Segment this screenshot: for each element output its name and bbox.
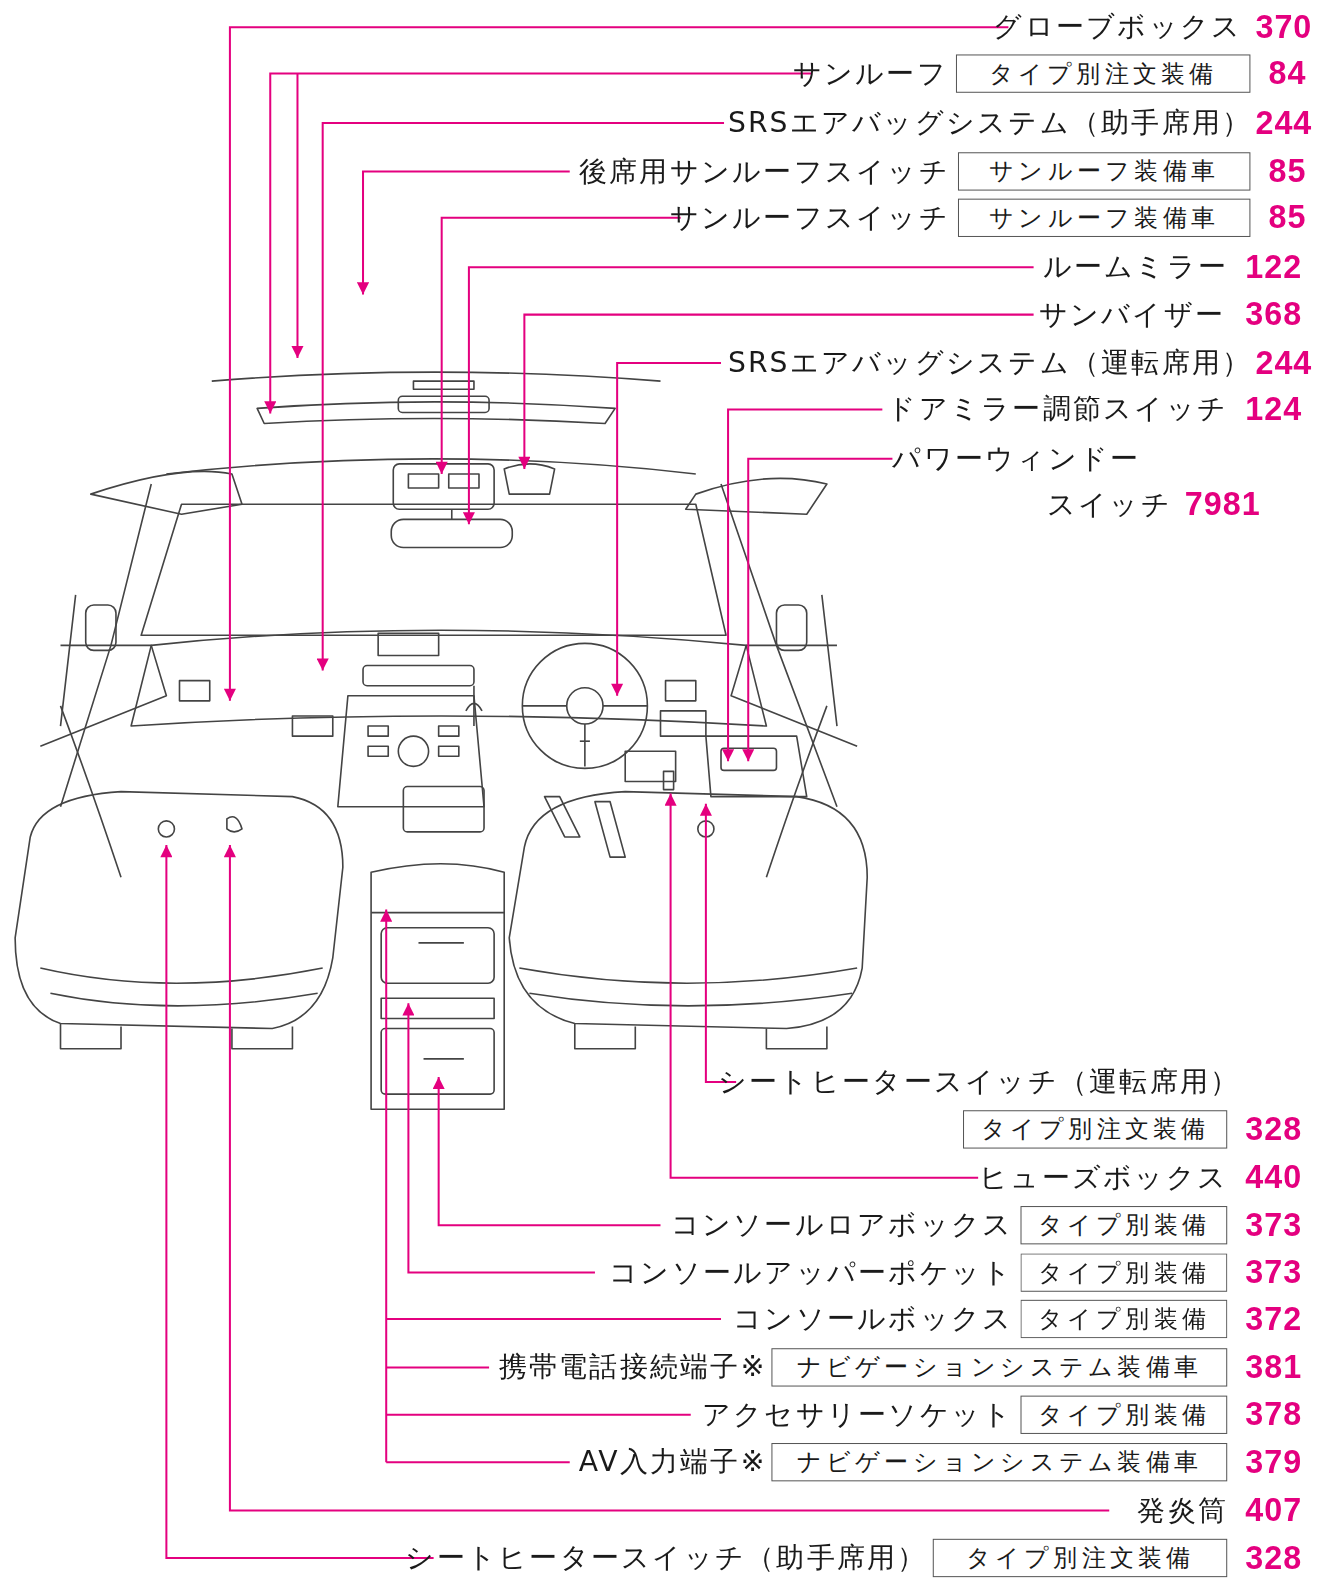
equipment-tag: タイプ別装備 [1021,1300,1228,1338]
tag-text: サンルーフ装備車 [989,155,1219,187]
part-name: ドアミラー調節スイッチ [887,390,1228,428]
tag-text: タイプ別注文装備 [981,1113,1210,1145]
equipment-tag: タイプ別注文装備 [963,1110,1227,1148]
page-number: 379 [1245,1444,1302,1481]
page-number: 122 [1245,249,1302,286]
tag-text: タイプ別装備 [1038,1399,1210,1431]
page-number: 7981 [1185,486,1261,523]
equipment-tag: タイプ別装備 [1021,1253,1228,1291]
part-name: アクセサリーソケット [702,1396,1014,1434]
page-number: 378 [1245,1396,1302,1433]
part-name: サンルーフスイッチ [670,199,950,237]
part-name: コンソールボックス [733,1300,1013,1338]
part-name: 発炎筒 [1137,1491,1228,1529]
part-name: コンソールロアボックス [671,1206,1014,1244]
tag-text: ナビゲーションシステム装備車 [797,1351,1202,1383]
page-number: 85 [1269,199,1307,236]
page-number: 328 [1245,1111,1302,1148]
equipment-tag: サンルーフ装備車 [958,152,1250,190]
equipment-tag: タイプ別装備 [1021,1396,1228,1434]
part-name: コンソールアッパーポケット [609,1253,1013,1291]
part-name: パワーウィンドー スイッチ [892,436,1171,529]
part-name: シートヒータースイッチ（助手席用） [405,1539,927,1577]
page-number: 244 [1255,344,1312,381]
part-name: グローブボックス [993,8,1242,46]
part-name: AV入力端子※ [579,1443,767,1481]
tag-text: ナビゲーションシステム装備車 [797,1446,1202,1478]
tag-text: タイプ別装備 [1038,1209,1210,1241]
part-name: サンバイザー [1039,295,1226,333]
tag-text: タイプ別注文装備 [989,57,1218,89]
page-number: 85 [1269,153,1307,190]
tag-text: タイプ別注文装備 [966,1542,1195,1574]
part-name: 携帯電話接続端子※ [499,1348,767,1386]
page-number: 373 [1245,1207,1302,1244]
tag-text: タイプ別装備 [1038,1256,1210,1288]
part-name: シートヒータースイッチ（運転席用） [718,1063,1240,1101]
page-number: 124 [1245,391,1302,428]
equipment-tag: タイプ別注文装備 [956,54,1250,92]
part-name: ルームミラー [1043,248,1229,286]
page-number: 373 [1245,1254,1302,1291]
page-number: 370 [1255,9,1312,46]
part-name: SRSエアバッグシステム（運転席用） [728,344,1252,382]
part-name: 後席用サンルーフスイッチ [579,152,950,190]
part-name: サンルーフ [793,54,948,92]
page-number: 407 [1245,1492,1302,1529]
equipment-tag: タイプ別注文装備 [933,1539,1227,1577]
part-name: SRSエアバッグシステム（助手席用） [728,104,1252,142]
page-number: 244 [1255,104,1312,141]
car-interior [15,372,867,1109]
page-number: 372 [1245,1300,1302,1337]
page-number: 381 [1245,1349,1302,1386]
page-number: 440 [1245,1159,1302,1196]
leader-lines [166,27,1109,1558]
equipment-tag: ナビゲーションシステム装備車 [771,1443,1227,1481]
tag-text: サンルーフ装備車 [989,202,1219,234]
equipment-tag: サンルーフ装備車 [958,199,1250,237]
part-name: ヒューズボックス [979,1159,1228,1197]
page-number: 368 [1245,296,1302,333]
page-number: 84 [1269,55,1307,92]
page-number: 328 [1245,1539,1302,1576]
equipment-tag: ナビゲーションシステム装備車 [771,1348,1227,1386]
equipment-tag: タイプ別装備 [1021,1206,1228,1244]
tag-text: タイプ別装備 [1038,1303,1210,1335]
